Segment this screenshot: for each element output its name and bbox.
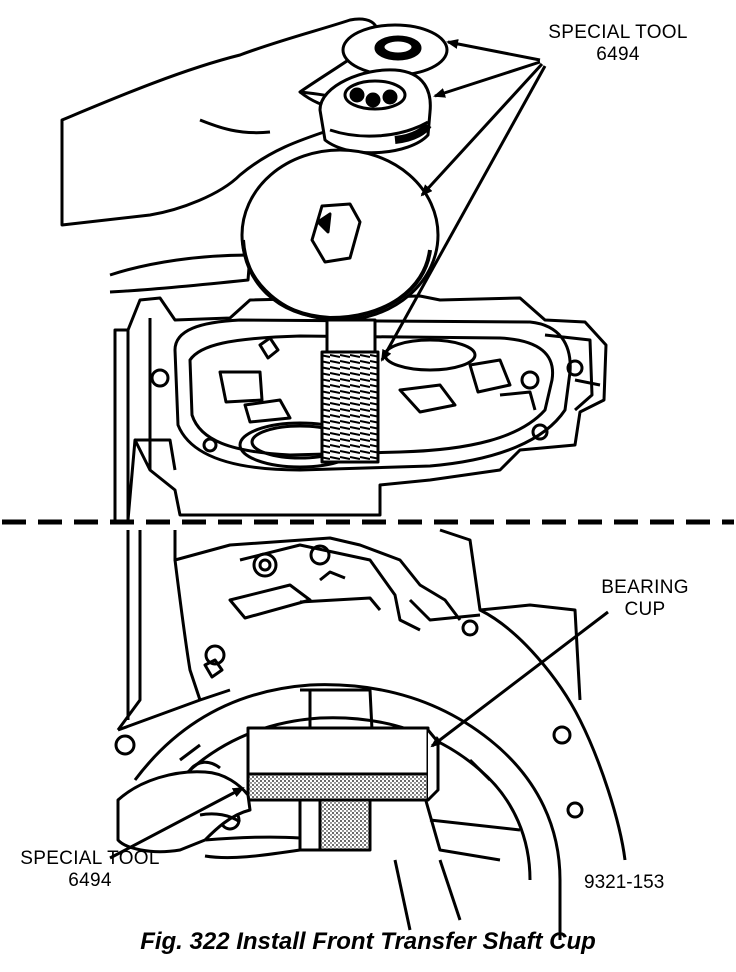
callout-bottom-line1: SPECIAL TOOL: [20, 848, 160, 869]
upper-case-housing: [113, 294, 608, 522]
callout-bottom-line2: 6494: [68, 870, 112, 891]
callout-bearing-line2: CUP: [624, 599, 666, 620]
lower-case-housing: [114, 528, 627, 940]
upper-hand: [60, 17, 382, 294]
callout-top-line2: 6494: [596, 44, 640, 65]
leader-bearing: [433, 60, 541, 98]
leader-rod: [380, 65, 547, 362]
bearing-installer-tool: [246, 726, 440, 852]
callout-bearing-cup: BEARING CUP: [585, 577, 705, 621]
leader-washer: [446, 39, 541, 62]
figure-caption: Fig. 322 Install Front Transfer Shaft Cu…: [140, 928, 596, 955]
tool-stack: [240, 23, 449, 464]
leader-lines: [109, 39, 609, 860]
figure-reference-number: 9321-153: [584, 872, 665, 893]
lower-hand: [116, 760, 302, 860]
callout-special-tool-bottom: SPECIAL TOOL 6494: [2, 848, 178, 892]
leader-installer: [109, 786, 245, 860]
callout-bearing-line1: BEARING: [601, 577, 689, 598]
callout-special-tool-top: SPECIAL TOOL 6494: [530, 22, 706, 66]
leader-bearing-cup: [430, 610, 609, 748]
callout-top-line1: SPECIAL TOOL: [548, 22, 688, 43]
leader-disc: [420, 62, 544, 197]
